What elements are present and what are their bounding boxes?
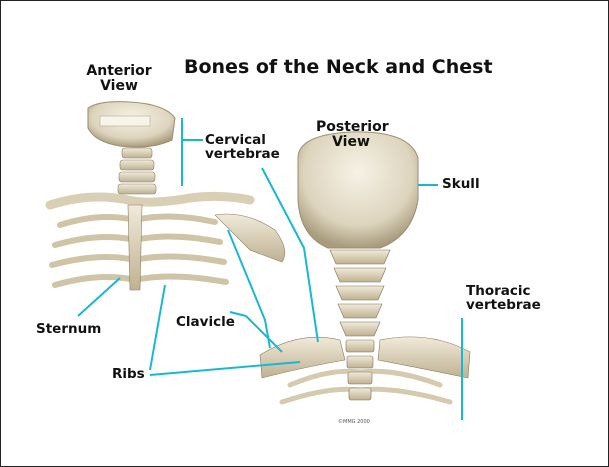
- cervical-vertebrae-label: Cervical vertebrae: [205, 133, 280, 161]
- sternum-leader-line: [78, 278, 120, 316]
- ribs-label: Ribs: [112, 367, 145, 381]
- diagram-title: Bones of the Neck and Chest: [184, 58, 493, 78]
- copyright-text: ©MMG 2000: [338, 419, 370, 425]
- anterior-view-label: Anterior View: [84, 64, 154, 93]
- posterior-view-label: Posterior View: [316, 120, 386, 149]
- thoracic-vertebrae-label: Thoracic vertebrae: [466, 284, 541, 312]
- ribs-leader-line-a: [150, 285, 165, 370]
- anterior-skeleton: [50, 102, 285, 290]
- sternum-label: Sternum: [36, 322, 101, 336]
- posterior-skeleton: [260, 132, 470, 402]
- clavicle-label: Clavicle: [176, 315, 235, 329]
- clavicle-leader-line-b: [246, 316, 282, 352]
- skull-label: Skull: [442, 177, 480, 191]
